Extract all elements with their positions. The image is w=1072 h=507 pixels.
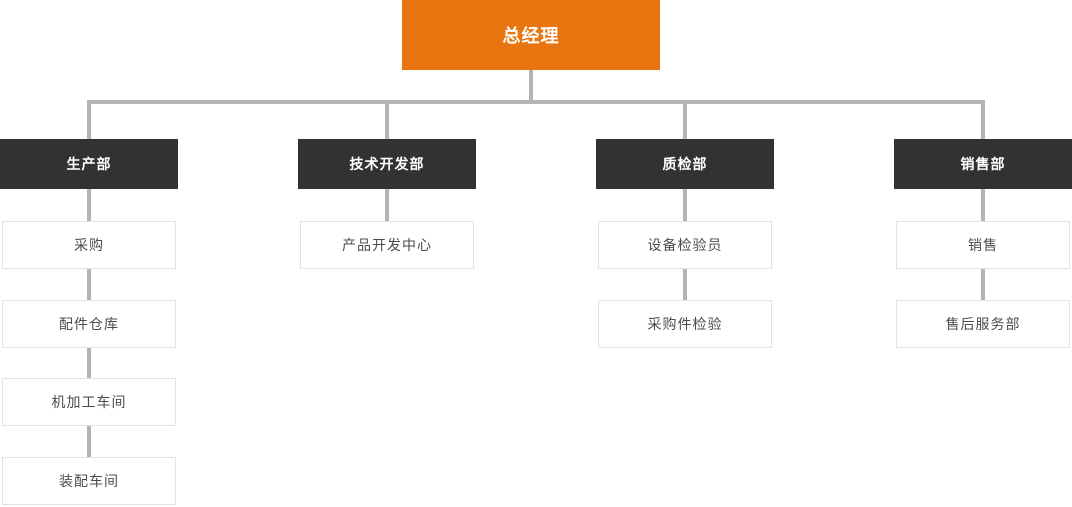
connector-line [385,189,389,221]
leaf-node-label: 产品开发中心 [342,237,432,253]
leaf-node-equipment-inspector: 设备检验员 [598,221,772,269]
leaf-node-sales: 销售 [896,221,1070,269]
leaf-node-purchased-parts-inspection: 采购件检验 [598,300,772,348]
leaf-node-product-dev-center: 产品开发中心 [300,221,474,269]
connector-line [981,189,985,221]
dept-node-label: 质检部 [662,156,708,172]
dept-node-label: 技术开发部 [349,156,425,172]
leaf-node-label: 设备检验员 [647,237,723,253]
connector-line [87,269,91,300]
dept-node-quality-inspection: 质检部 [596,139,774,189]
root-node-label: 总经理 [502,26,560,46]
connector-line [981,269,985,300]
connector-line [683,189,687,221]
root-node: 总经理 [402,0,660,70]
connector-dept-stub [87,104,91,139]
connector-dept-stub [981,104,985,139]
connector-dept-stub [683,104,687,139]
dept-node-production: 生产部 [0,139,178,189]
leaf-node-parts-warehouse: 配件仓库 [2,300,176,348]
leaf-node-label: 采购 [74,237,104,253]
leaf-node-label: 销售 [968,237,998,253]
leaf-node-label: 机加工车间 [51,394,127,410]
dept-node-tech-development: 技术开发部 [298,139,476,189]
leaf-node-label: 售后服务部 [945,316,1021,332]
leaf-node-assembly-workshop: 装配车间 [2,457,176,505]
leaf-node-label: 采购件检验 [647,316,723,332]
leaf-node-machining-workshop: 机加工车间 [2,378,176,426]
connector-line [683,269,687,300]
connector-dept-stub [385,104,389,139]
connector-root-drop [529,70,533,100]
connector-line [87,426,91,457]
leaf-node-label: 装配车间 [59,473,119,489]
leaf-node-label: 配件仓库 [59,316,119,332]
connector-line [87,348,91,378]
dept-node-label: 销售部 [960,156,1006,172]
dept-node-label: 生产部 [66,156,112,172]
leaf-node-purchasing: 采购 [2,221,176,269]
connector-trunk [87,100,985,104]
dept-node-sales: 销售部 [894,139,1072,189]
leaf-node-after-sales-service: 售后服务部 [896,300,1070,348]
connector-line [87,189,91,221]
